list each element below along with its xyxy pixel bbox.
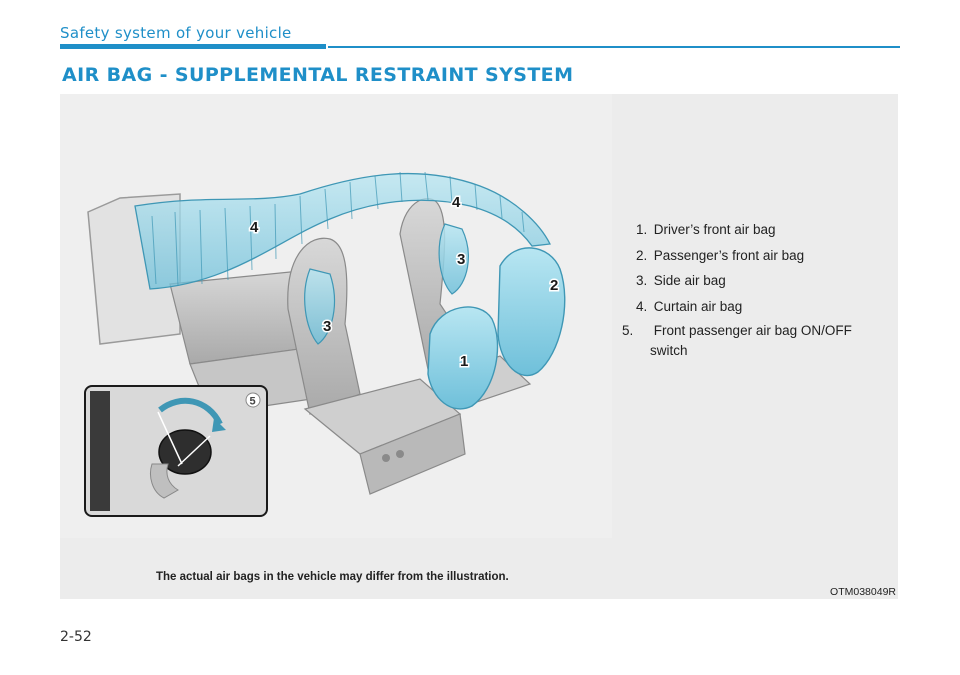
side-airbag-rear [304, 268, 336, 345]
figure-panel: 4 4 3 3 2 1 5 1. Driver’s front air bag … [60, 94, 898, 599]
airbag-illustration: 4 4 3 3 2 1 5 [60, 94, 612, 538]
section-header: Safety system of your vehicle [60, 24, 292, 42]
driver-front-airbag [427, 306, 499, 410]
legend-number: 5. [622, 323, 634, 338]
legend-item: 4. Curtain air bag [636, 299, 886, 314]
legend-text: Curtain air bag [653, 298, 743, 314]
figure-caption: The actual air bags in the vehicle may d… [156, 571, 509, 583]
legend-text: Front passenger air bag ON/OFF switch [650, 323, 852, 358]
legend-number: 2. [636, 247, 648, 263]
label-5: 5 [250, 396, 256, 408]
legend-text: Passenger’s front air bag [653, 247, 805, 263]
switch-inset: 5 [84, 385, 268, 517]
label-2: 2 [550, 277, 558, 294]
legend-number: 3. [636, 273, 648, 288]
legend-item: 5. Front passenger air bag ON/OFF switch [622, 321, 886, 361]
header-rule-thin [328, 46, 900, 48]
header-rule-thick [60, 44, 326, 49]
page-number: 2-52 [60, 629, 92, 645]
legend-number: 1. [636, 222, 648, 237]
figure-code: OTM038049R [830, 586, 896, 598]
side-airbag-front [438, 223, 469, 295]
legend-item: 1. Driver’s front air bag [636, 222, 886, 237]
label-3-rear: 3 [323, 318, 331, 335]
label-4-rear: 4 [250, 219, 259, 236]
passenger-front-airbag [497, 247, 566, 377]
airbag-legend: 1. Driver’s front air bag 2. Passenger’s… [622, 222, 886, 372]
legend-text: Driver’s front air bag [653, 222, 776, 237]
legend-number: 4. [636, 298, 648, 314]
legend-item: 2. Passenger’s front air bag [636, 248, 886, 263]
label-4-front: 4 [452, 194, 461, 211]
page-title: AIR BAG - SUPPLEMENTAL RESTRAINT SYSTEM [62, 64, 574, 86]
legend-item: 3. Side air bag [636, 273, 886, 288]
curtain-airbag [134, 171, 551, 290]
label-1: 1 [460, 353, 468, 370]
label-3-front: 3 [457, 251, 465, 268]
legend-text: Side air bag [653, 273, 726, 288]
